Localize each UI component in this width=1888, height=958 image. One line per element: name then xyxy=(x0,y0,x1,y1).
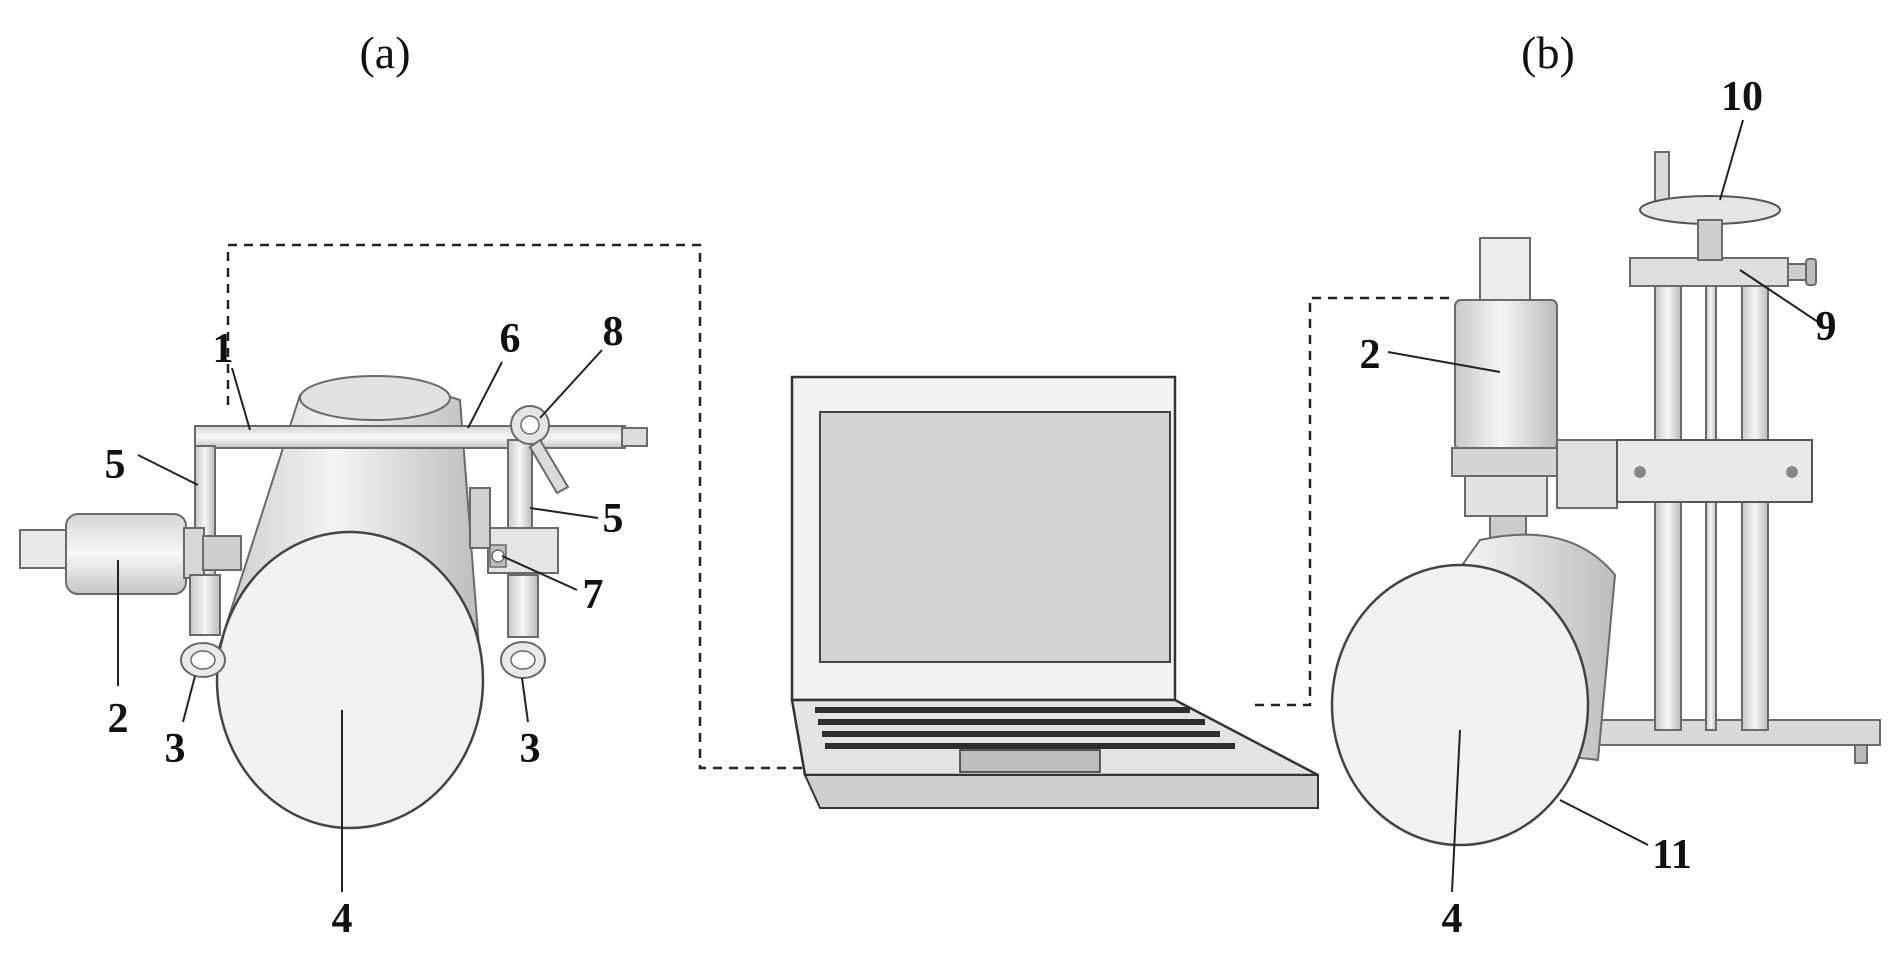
leader-b9 xyxy=(1739,269,1819,323)
label-a4: 4 xyxy=(332,896,353,942)
leader-a3-right xyxy=(521,677,529,723)
laptop-touchpad xyxy=(959,749,1101,773)
leader-a5-right xyxy=(529,507,599,519)
label-b9: 9 xyxy=(1816,304,1837,350)
cylinder-a xyxy=(213,375,485,830)
laptop-screen xyxy=(819,411,1171,663)
left-roller-3 xyxy=(180,574,226,678)
label-b4: 4 xyxy=(1442,896,1463,942)
leader-a6 xyxy=(467,361,503,429)
column-right xyxy=(1741,284,1769,731)
label-a5-left: 5 xyxy=(105,442,126,488)
apparatus-a xyxy=(19,375,648,830)
horizontal-arm xyxy=(1556,439,1813,509)
leader-a3-left xyxy=(182,675,196,723)
label-a3-right: 3 xyxy=(520,726,541,772)
column-center xyxy=(1705,284,1717,731)
handwheel-10 xyxy=(1639,151,1781,261)
sensor-2-a xyxy=(19,513,242,595)
label-a6: 6 xyxy=(500,316,521,362)
leader-b10 xyxy=(1719,119,1744,201)
top-crossbar-9 xyxy=(1629,257,1817,287)
label-a8: 8 xyxy=(603,309,624,355)
label-a3-left: 3 xyxy=(165,726,186,772)
leader-b4 xyxy=(1451,729,1461,893)
plate-6 xyxy=(469,487,491,549)
horizontal-beam-1 xyxy=(194,425,626,449)
label-a1: 1 xyxy=(213,326,234,372)
clamp-8 xyxy=(510,405,570,495)
leader-a8 xyxy=(539,349,603,419)
label-b11: 11 xyxy=(1652,832,1692,878)
right-roller-3 xyxy=(500,574,546,679)
leader-a5-left xyxy=(137,454,199,486)
cylinder-b xyxy=(1330,533,1617,847)
label-a7: 7 xyxy=(583,572,604,618)
label-a5-right: 5 xyxy=(603,496,624,542)
leader-b2 xyxy=(1387,351,1501,373)
label-b2: 2 xyxy=(1360,332,1381,378)
label-a2: 2 xyxy=(108,696,129,742)
laptop-keyboard xyxy=(815,707,1235,749)
label-b10: 10 xyxy=(1721,74,1763,120)
sensor-2-b xyxy=(1451,237,1563,541)
leader-b11 xyxy=(1559,799,1649,846)
laptop-computer xyxy=(790,375,1319,809)
panel-label-b: (b) xyxy=(1521,27,1575,78)
column-left xyxy=(1654,284,1682,731)
leader-a7 xyxy=(501,555,578,591)
signal-cable-a xyxy=(226,243,820,770)
panel-label-a: (a) xyxy=(359,27,410,78)
leader-a1 xyxy=(231,367,251,431)
apparatus-b xyxy=(1330,151,1881,847)
signal-cable-b xyxy=(1255,296,1455,707)
